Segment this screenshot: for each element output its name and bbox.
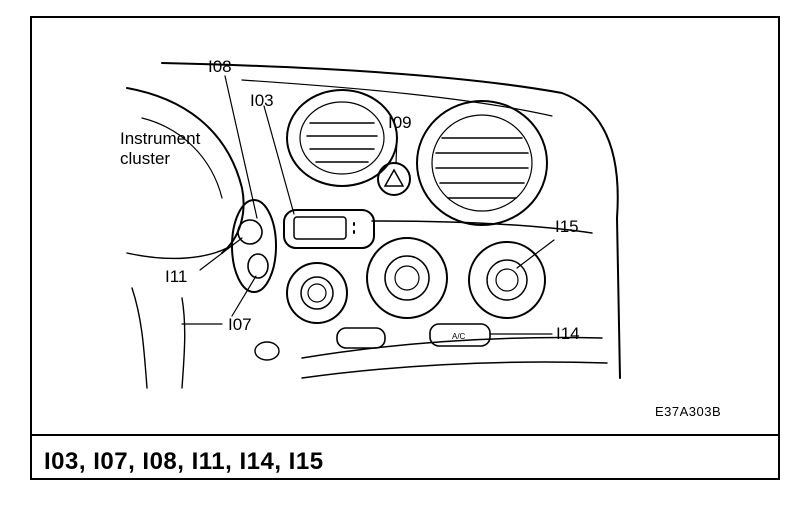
switch-i14-ac xyxy=(429,323,491,347)
air-vent-right-inner xyxy=(431,114,533,212)
label-i08: I08 xyxy=(208,57,232,76)
leader-i09 xyxy=(395,137,398,164)
figure-frame xyxy=(30,16,780,480)
label-i07: I07 xyxy=(228,315,252,334)
switch-i07 xyxy=(247,253,269,279)
clock-display xyxy=(283,209,375,249)
heater-knob-right xyxy=(468,241,546,319)
column-line-left xyxy=(131,287,148,389)
leader-i08 xyxy=(224,75,258,219)
label-i09: I09 xyxy=(388,113,412,132)
leader-i03 xyxy=(263,105,295,215)
label-instrument-line1: Instrument xyxy=(120,129,201,148)
column-line-right xyxy=(181,297,186,389)
leader-i11 xyxy=(199,237,243,271)
center-panel-top xyxy=(371,220,593,234)
label-instrument-line2: cluster xyxy=(120,149,171,168)
heater-knob-center xyxy=(366,237,448,319)
figure-caption: I03, I07, I08, I11, I14, I15 xyxy=(44,448,324,475)
reference-code: E37A303B xyxy=(655,404,722,419)
air-vent-right xyxy=(416,100,548,226)
switch-i11 xyxy=(237,219,263,245)
cluster-lower-curve xyxy=(126,247,228,260)
cluster-hood-inner xyxy=(141,117,223,199)
lower-switch-bar xyxy=(301,336,603,359)
clock-display-window xyxy=(293,216,347,240)
air-vent-left-inner xyxy=(299,101,385,175)
cluster-hood xyxy=(126,87,245,254)
label-i03: I03 xyxy=(250,91,274,110)
console-opening xyxy=(301,361,608,379)
small-round-plug xyxy=(254,341,280,361)
dashboard-top-edge xyxy=(161,62,621,379)
hazard-switch xyxy=(377,162,411,196)
caption-divider xyxy=(30,434,780,436)
dashboard-illustration: A/C xyxy=(126,62,621,389)
label-i11: I11 xyxy=(165,267,188,286)
leader-i07 xyxy=(231,275,257,317)
dashboard-top-edge-inner xyxy=(241,79,553,117)
leader-i15 xyxy=(516,239,555,269)
label-i14: I14 xyxy=(556,324,580,343)
label-i15: I15 xyxy=(555,217,579,236)
hazard-triangle-icon xyxy=(383,168,405,187)
switch-recirc xyxy=(336,327,386,349)
ac-switch-text: A/C xyxy=(452,332,466,341)
heater-knob-left xyxy=(286,262,348,324)
